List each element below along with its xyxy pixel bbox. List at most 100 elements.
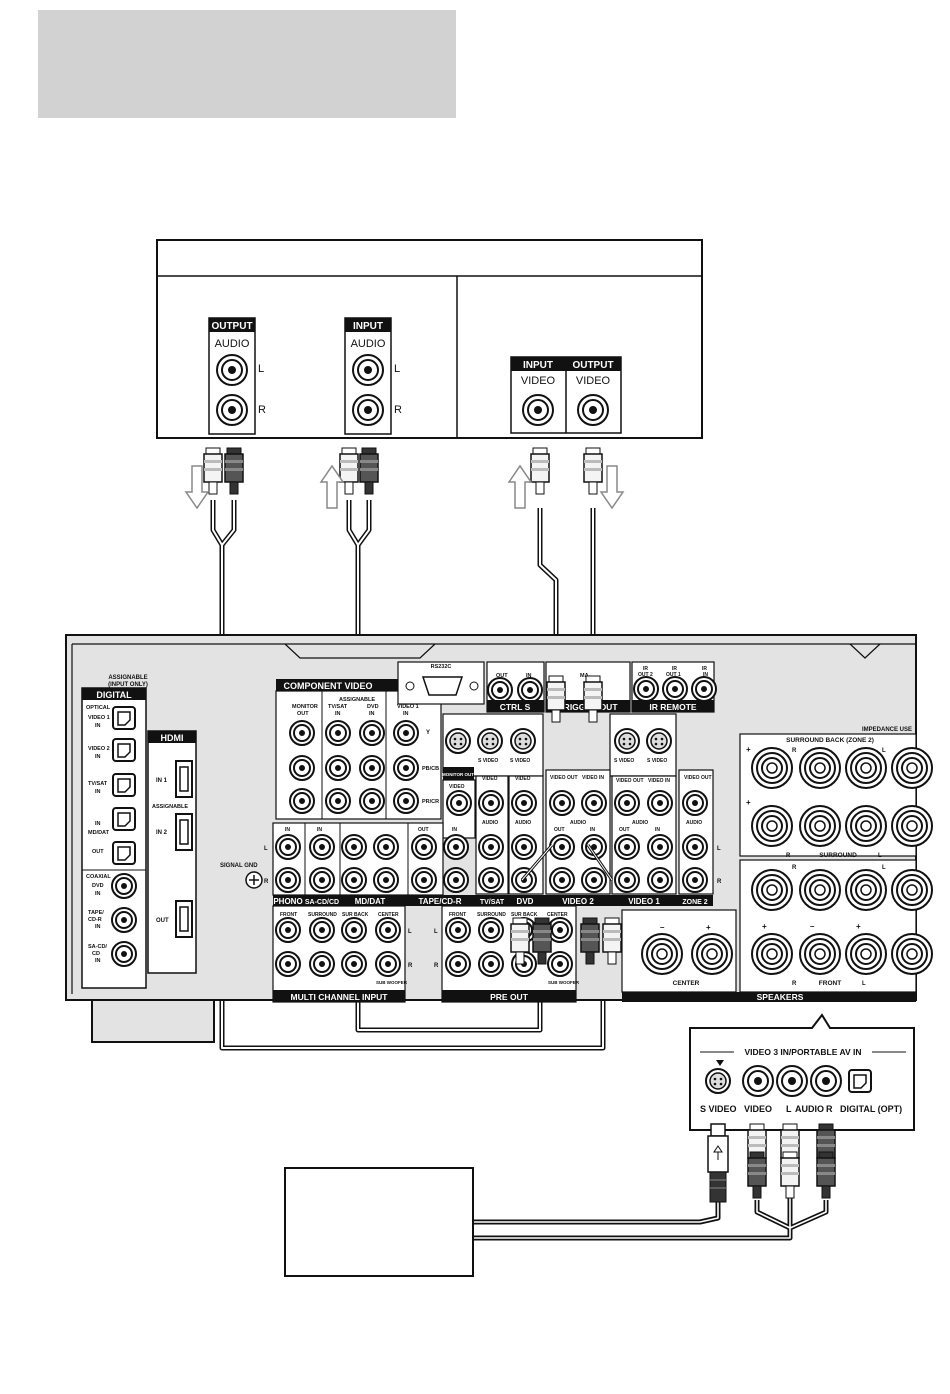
component-video-title: COMPONENT VIDEO	[283, 681, 372, 691]
svg-text:CENTER: CENTER	[547, 912, 568, 918]
svg-text:IN: IN	[317, 827, 322, 833]
svg-text:DIGITAL (OPT): DIGITAL (OPT)	[840, 1104, 902, 1114]
svg-text:IR: IR	[702, 666, 707, 672]
ctrl-s-section: OUT IN CTRL S	[486, 661, 545, 713]
svg-text:MD/DAT: MD/DAT	[355, 897, 386, 906]
svg-text:OUT: OUT	[297, 711, 309, 717]
svg-text:OUT: OUT	[619, 827, 630, 833]
svg-text:IN: IN	[335, 711, 341, 717]
input-audio-label: AUDIO	[351, 338, 386, 350]
svg-text:DVD: DVD	[367, 704, 379, 710]
svg-text:R: R	[826, 1104, 833, 1114]
output-audio-label: AUDIO	[215, 338, 250, 350]
svg-text:VIDEO OUT: VIDEO OUT	[616, 778, 644, 784]
svg-text:VIDEO OUT: VIDEO OUT	[684, 775, 712, 781]
svg-text:(INPUT ONLY): (INPUT ONLY)	[108, 682, 148, 688]
svg-text:SUR BACK: SUR BACK	[342, 912, 369, 918]
svg-text:CD-R: CD-R	[88, 917, 102, 923]
svg-text:SURROUND: SURROUND	[308, 912, 337, 918]
svg-text:SURROUND: SURROUND	[477, 912, 506, 918]
svg-text:S VIDEO: S VIDEO	[647, 758, 667, 764]
svg-text:VIDEO: VIDEO	[515, 776, 531, 782]
output-audio-left: L	[258, 363, 264, 375]
svg-text:PR/CR: PR/CR	[422, 799, 439, 805]
svg-text:VIDEO 1: VIDEO 1	[628, 897, 660, 906]
pre-out-section: FRONT SURROUND SUR BACK CENTER SUB WOOFE…	[434, 905, 580, 1003]
svg-text:AUDIO: AUDIO	[570, 820, 586, 826]
svg-text:SURROUND BACK (ZONE 2): SURROUND BACK (ZONE 2)	[786, 737, 874, 744]
ir-remote-section: IR OUT 2 IR OUT 1 IR IN IR REMOTE	[631, 661, 717, 713]
svg-text:SURROUND: SURROUND	[819, 852, 857, 859]
svg-text:IN: IN	[526, 673, 532, 679]
svg-text:OUT: OUT	[554, 827, 565, 833]
svg-text:TAPE/: TAPE/	[88, 910, 104, 916]
svg-text:CD: CD	[92, 951, 100, 957]
svg-text:–: –	[810, 922, 815, 931]
svg-text:Y: Y	[426, 730, 430, 736]
svg-text:IN: IN	[403, 711, 409, 717]
svg-text:IR: IR	[672, 666, 677, 672]
svg-text:VIDEO: VIDEO	[744, 1104, 772, 1114]
svg-text:ASSIGNABLE: ASSIGNABLE	[108, 675, 147, 681]
svg-text:FRONT: FRONT	[819, 980, 841, 987]
svg-text:SA-CD/: SA-CD/	[88, 944, 107, 950]
output-video-header: OUTPUT	[572, 360, 613, 371]
svg-text:R: R	[717, 879, 722, 885]
svg-text:IN: IN	[95, 891, 101, 897]
svg-text:FRONT: FRONT	[280, 912, 297, 918]
multi-channel-input: FRONT SURROUND SUR BACK CENTER SUB WOOFE…	[272, 905, 413, 1003]
svg-text:IR REMOTE: IR REMOTE	[649, 702, 697, 712]
svg-text:+: +	[856, 922, 861, 931]
arrow-down-icon	[600, 465, 624, 509]
svg-text:SA-CD/CD: SA-CD/CD	[305, 899, 339, 906]
svg-text:R: R	[792, 981, 797, 987]
video-jacks: INPUT OUTPUT VIDEO VIDEO	[510, 356, 622, 434]
svg-text:IN: IN	[95, 789, 101, 795]
svg-text:–: –	[660, 923, 665, 932]
heading-panel	[38, 10, 456, 118]
component-video-section: COMPONENT VIDEO ASSIGNABLE MONITOR OUT T…	[275, 679, 442, 820]
svg-text:DVD: DVD	[92, 883, 104, 889]
video-audio-jacks: VIDEO VIDEO VIDEO AUDIO AUDIO VIDEO OUT …	[442, 769, 722, 895]
svg-text:IR: IR	[643, 666, 648, 672]
s-video-row: MONITOR OUT S VIDEO S VIDEO S VIDEO S VI…	[442, 713, 677, 781]
svg-text:OPTICAL: OPTICAL	[86, 705, 111, 711]
svg-text:R: R	[264, 879, 269, 885]
section-labels: PHONO SA-CD/CD MD/DAT TAPE/CD-R TV/SAT D…	[273, 895, 713, 906]
svg-text:+: +	[746, 798, 751, 807]
svg-text:CENTER: CENTER	[378, 912, 399, 918]
svg-text:S VIDEO: S VIDEO	[510, 758, 530, 764]
svg-text:OUT: OUT	[496, 673, 508, 679]
svg-text:L: L	[717, 846, 721, 852]
svg-text:L: L	[434, 929, 438, 935]
arrow-up-icon	[508, 465, 532, 509]
audio-inputs: IN IN OUT IN L R	[264, 822, 469, 896]
svg-text:TV/SAT: TV/SAT	[88, 781, 108, 787]
input-audio-left: L	[394, 363, 400, 375]
svg-text:L: L	[882, 748, 886, 754]
svg-text:L: L	[882, 865, 886, 871]
svg-text:PHONO: PHONO	[273, 897, 302, 906]
svg-text:SUB WOOFER: SUB WOOFER	[548, 980, 580, 985]
svg-text:CTRL S: CTRL S	[500, 702, 531, 712]
input-audio-right: R	[394, 404, 402, 416]
svg-text:AUDIO: AUDIO	[632, 820, 648, 826]
svg-text:DVD: DVD	[517, 897, 534, 906]
svg-text:OUT: OUT	[418, 827, 429, 833]
svg-text:ASSIGNABLE: ASSIGNABLE	[152, 804, 188, 810]
svg-text:MD/DAT: MD/DAT	[88, 830, 110, 836]
svg-text:S VIDEO: S VIDEO	[614, 758, 634, 764]
svg-text:L: L	[408, 929, 412, 935]
bottom-device	[284, 1167, 474, 1277]
svg-text:+: +	[706, 923, 711, 932]
svg-text:VIDEO 1: VIDEO 1	[88, 715, 110, 721]
svg-text:AUDIO: AUDIO	[515, 820, 531, 826]
svg-text:MONITOR: MONITOR	[292, 704, 318, 710]
svg-text:VIDEO 2: VIDEO 2	[88, 746, 110, 752]
svg-text:SIGNAL GND: SIGNAL GND	[220, 863, 258, 869]
svg-text:IN: IN	[95, 754, 101, 760]
output-audio-header: OUTPUT	[211, 321, 252, 332]
svg-text:IN: IN	[452, 827, 457, 833]
svg-text:IMPEDANCE USE: IMPEDANCE USE	[862, 727, 912, 733]
hdmi-section: HDMI IN 1 ASSIGNABLE IN 2 OUT	[147, 730, 197, 974]
